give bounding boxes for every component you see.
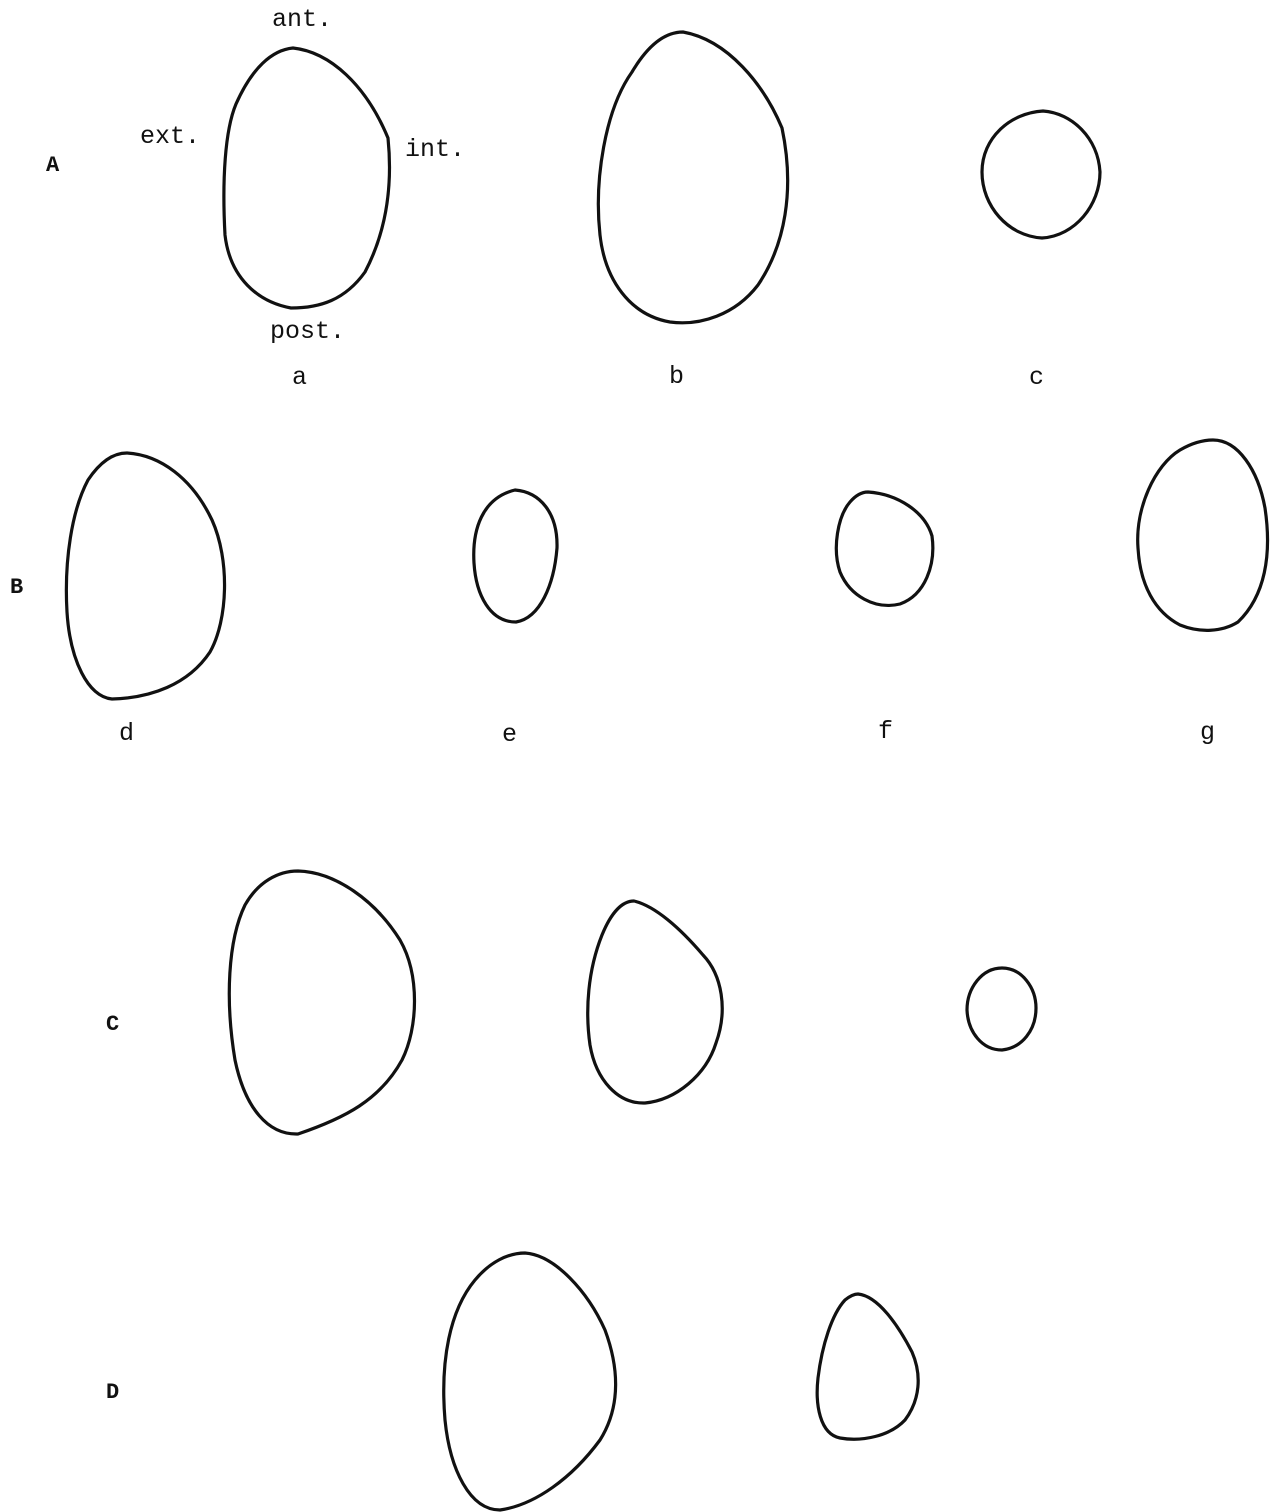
item-label-g: g [1200, 718, 1215, 747]
external-label: ext. [140, 122, 200, 151]
row-label-D: D [106, 1380, 119, 1405]
outline-g [1138, 440, 1268, 630]
internal-label: int. [405, 135, 465, 164]
outline-e [474, 490, 557, 622]
item-label-b: b [669, 362, 684, 391]
row-label-C: C [106, 1012, 119, 1037]
outline-b [598, 32, 787, 323]
anterior-label: ant. [272, 5, 332, 34]
posterior-label: post. [270, 317, 345, 346]
row-label-B: B [10, 575, 23, 600]
row-label-A: A [46, 153, 60, 178]
outline-a [224, 48, 390, 308]
outline-C1 [229, 871, 414, 1134]
item-label-e: e [502, 720, 517, 749]
item-label-a: a [292, 363, 307, 392]
outline-f [836, 492, 932, 605]
outline-C3 [967, 968, 1036, 1050]
outline-D2 [817, 1294, 918, 1439]
item-label-f: f [878, 717, 893, 746]
outline-D1 [444, 1253, 616, 1510]
item-label-c: c [1029, 363, 1044, 392]
item-label-d: d [119, 719, 134, 748]
outline-c [982, 111, 1100, 238]
outline-C2 [588, 901, 722, 1103]
outline-d [66, 453, 224, 699]
